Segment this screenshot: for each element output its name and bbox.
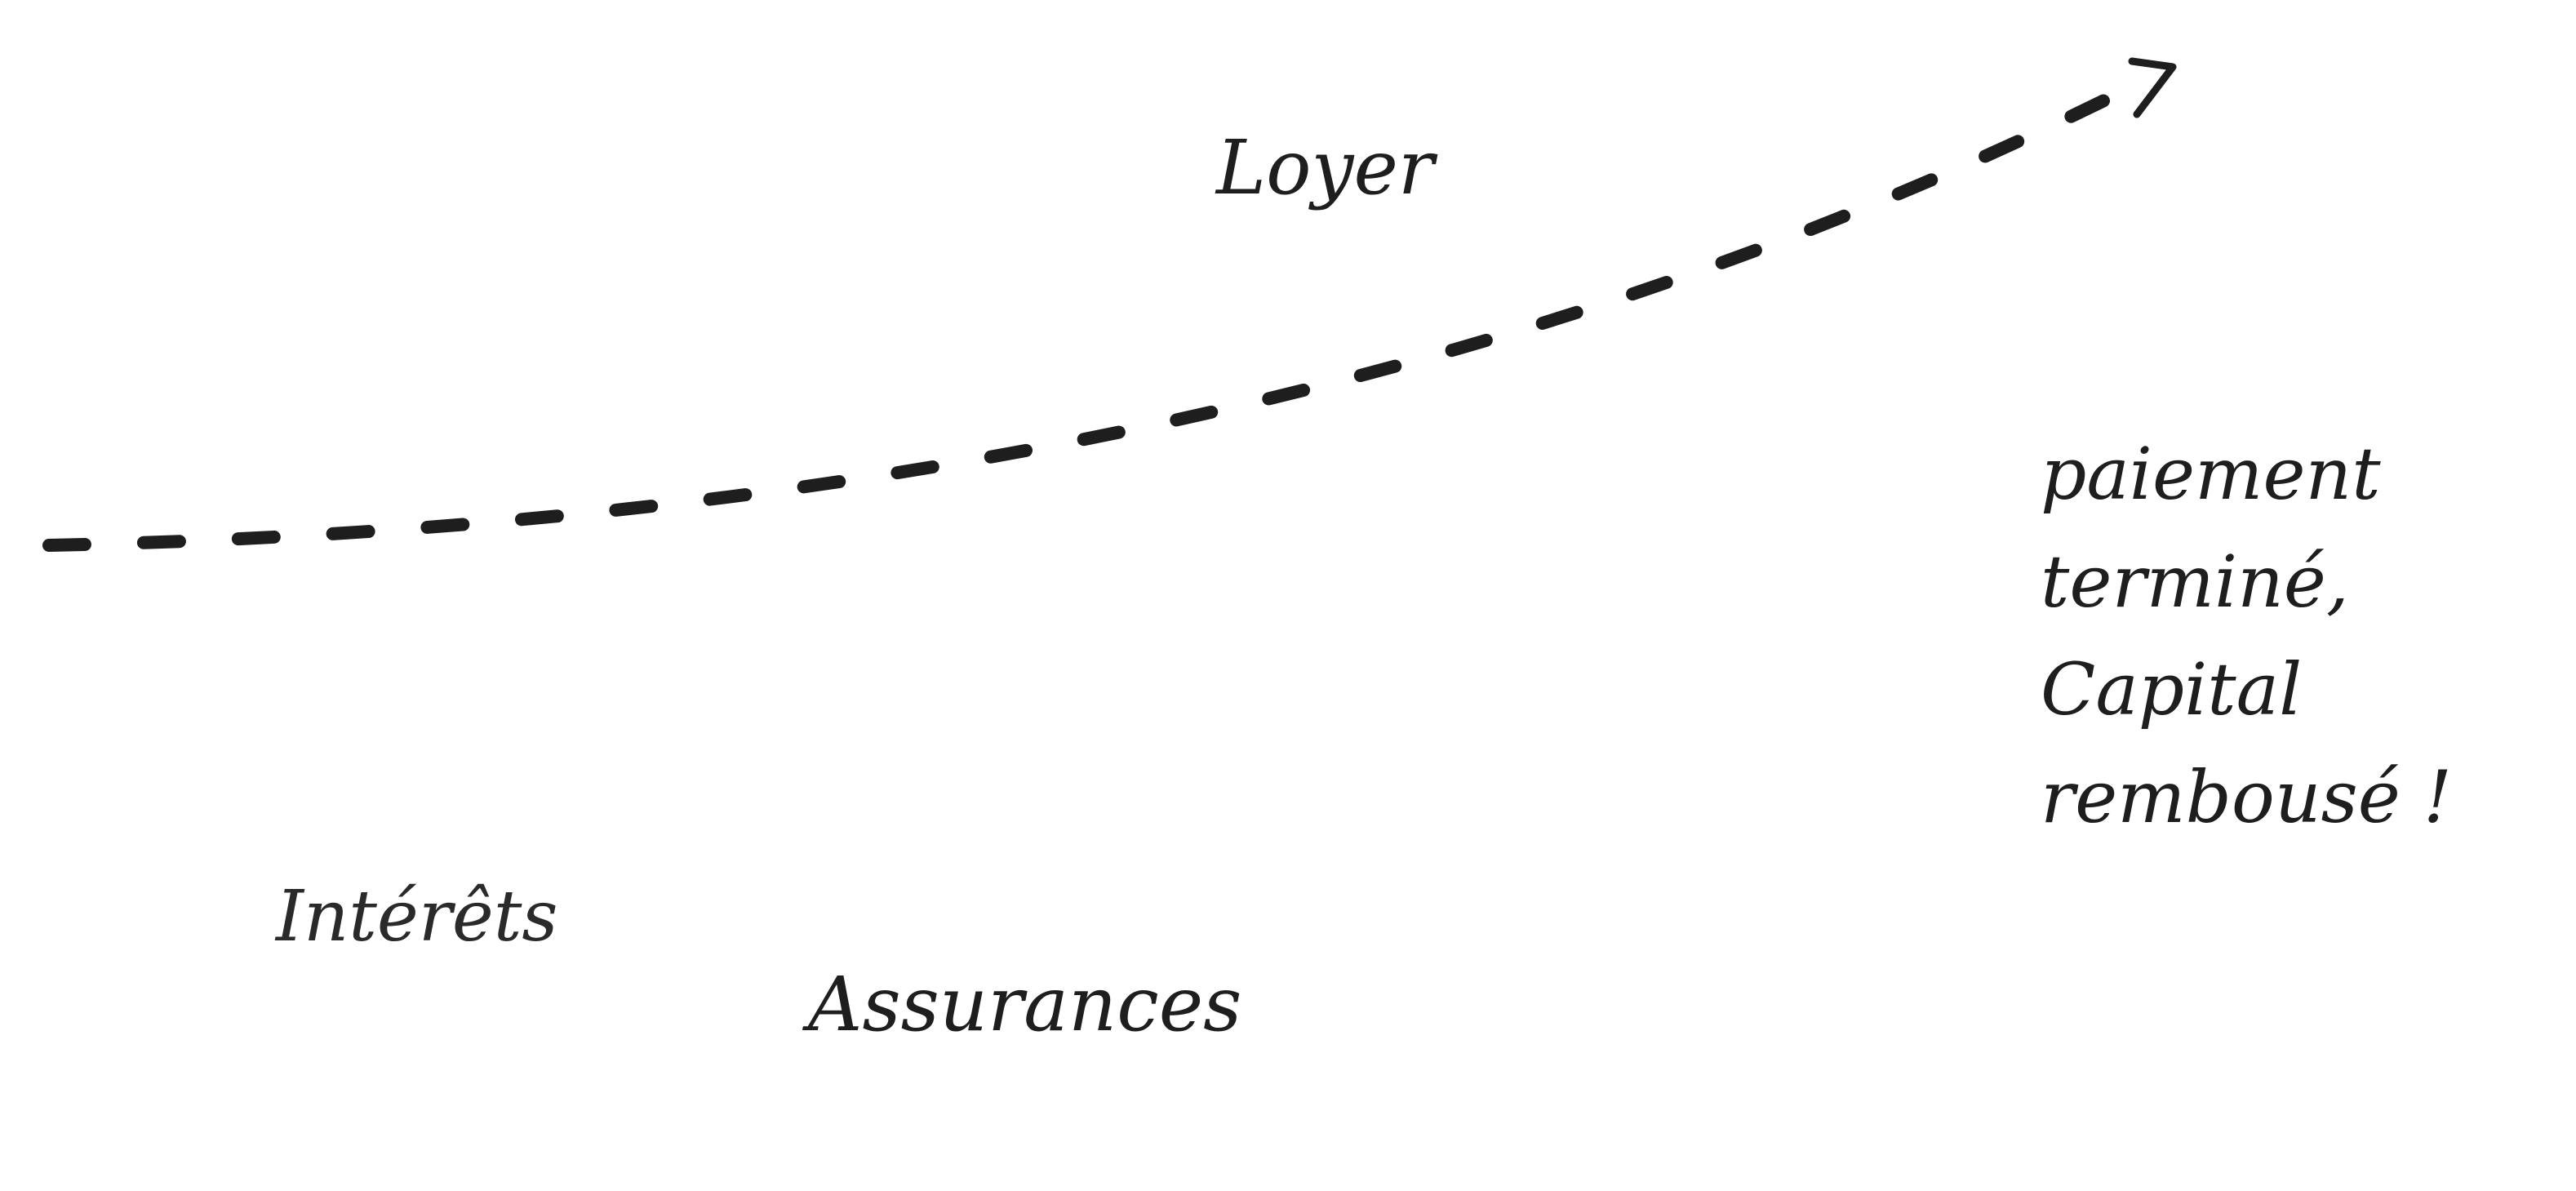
note-line-2: terminé, [2041, 540, 2349, 624]
label-loyer: Loyer [1216, 124, 1434, 211]
label-assurances: Assurances [808, 961, 1242, 1048]
label-interets: Intérêts [276, 876, 558, 958]
note-line-1: paiement [2041, 432, 2381, 516]
note-line-4: rembousé ! [2041, 755, 2453, 839]
note-payment-complete: paiement terminé, Capital rembousé ! [2041, 420, 2498, 851]
arrow-head [2128, 57, 2177, 118]
note-line-3: Capital [2041, 647, 2303, 731]
dashed-curve [42, 69, 2161, 552]
